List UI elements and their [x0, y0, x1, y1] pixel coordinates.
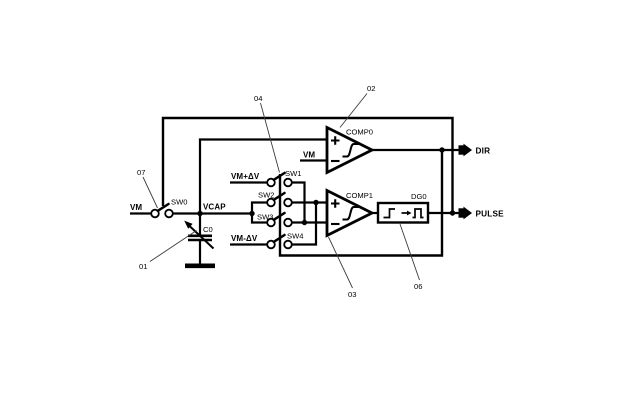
dir-terminal-icon	[458, 143, 472, 157]
dg0-edge-icon	[383, 208, 395, 219]
leader-04	[260, 102, 280, 173]
sw3-lever	[272, 211, 286, 222]
wire-vcap-to-comp0-plus	[198, 138, 327, 214]
junction-vcap-node	[197, 210, 203, 217]
sw0-lever	[156, 202, 170, 213]
sw0-label: SW0	[171, 198, 187, 207]
c0-label: C0	[203, 225, 213, 234]
sw4-lever	[272, 233, 286, 244]
dir-output-label: DIR	[476, 147, 491, 156]
junction-dots	[197, 147, 456, 226]
ref-01: 01	[139, 262, 147, 271]
wires	[130, 116, 460, 264]
capacitor-c0	[184, 220, 215, 269]
leader-02	[339, 93, 368, 128]
sw1-label: SW1	[285, 169, 301, 178]
comp1-hysteresis-icon	[342, 206, 359, 221]
comp1-label: COMP1	[346, 191, 373, 200]
pulse-terminal-icon	[458, 206, 472, 220]
switches	[150, 171, 293, 250]
dg0-label: DG0	[411, 192, 427, 201]
sw1-right-contact	[283, 177, 293, 188]
labels: VM SW0 VCAP C0 VM+ΔV VM-ΔV SW1 SW2 SW3 S…	[130, 84, 504, 299]
wire-sw1-out	[292, 181, 306, 223]
junction-vcap-split	[249, 210, 255, 217]
vm-input-label: VM	[130, 203, 142, 212]
output-terminals	[458, 143, 472, 220]
junction-sw2-sw4	[313, 199, 319, 206]
leader-06	[399, 223, 420, 281]
junction-pulse-feedback	[449, 210, 456, 216]
vm-ref-label: VM	[303, 151, 315, 160]
leader-01	[149, 230, 197, 262]
wire-sw4-out	[292, 202, 318, 246]
ref-04: 04	[254, 94, 262, 103]
ref-02: 02	[367, 84, 375, 93]
junction-dir-feedback	[439, 147, 445, 153]
sw1-lever	[272, 171, 286, 182]
feedback-pulse-to-sw0-control	[161, 116, 454, 213]
comparator-comp0	[325, 125, 376, 175]
leader-lines	[142, 93, 420, 289]
leader-03	[328, 236, 353, 289]
capacitor-arrowhead-icon	[184, 220, 193, 229]
comp1-plus-icon	[331, 199, 340, 208]
pulse-output-label: PULSE	[476, 210, 505, 219]
leader-07	[142, 176, 158, 209]
sw3-label: SW3	[257, 213, 273, 222]
capacitor-adjust-arrow-icon	[188, 224, 215, 250]
vm-plus-dv-label: VM+ΔV	[231, 172, 260, 181]
ref-07: 07	[137, 168, 145, 177]
ref-06: 06	[414, 282, 422, 291]
comp0-hysteresis-icon	[342, 143, 359, 158]
dg0-pulse-icon	[412, 208, 424, 219]
dg0-arrowhead-icon	[407, 210, 412, 216]
sw0-right-contact	[164, 208, 174, 219]
comp0-label: COMP0	[346, 128, 373, 137]
sw4-label: SW4	[287, 232, 303, 241]
comparator-comp1	[325, 188, 376, 238]
pulse-generator-dg0	[376, 201, 430, 224]
vm-minus-dv-label: VM-ΔV	[231, 234, 258, 243]
sw2-lever	[272, 191, 286, 202]
sw2-label: SW2	[258, 191, 274, 200]
sw3-right-contact	[283, 217, 293, 228]
comp0-plus-icon	[331, 136, 340, 145]
sw4-right-contact	[283, 239, 293, 250]
vcap-label: VCAP	[203, 203, 226, 212]
junction-sw1-sw3	[301, 219, 308, 226]
ref-03: 03	[348, 290, 356, 299]
sw2-right-contact	[283, 197, 293, 208]
